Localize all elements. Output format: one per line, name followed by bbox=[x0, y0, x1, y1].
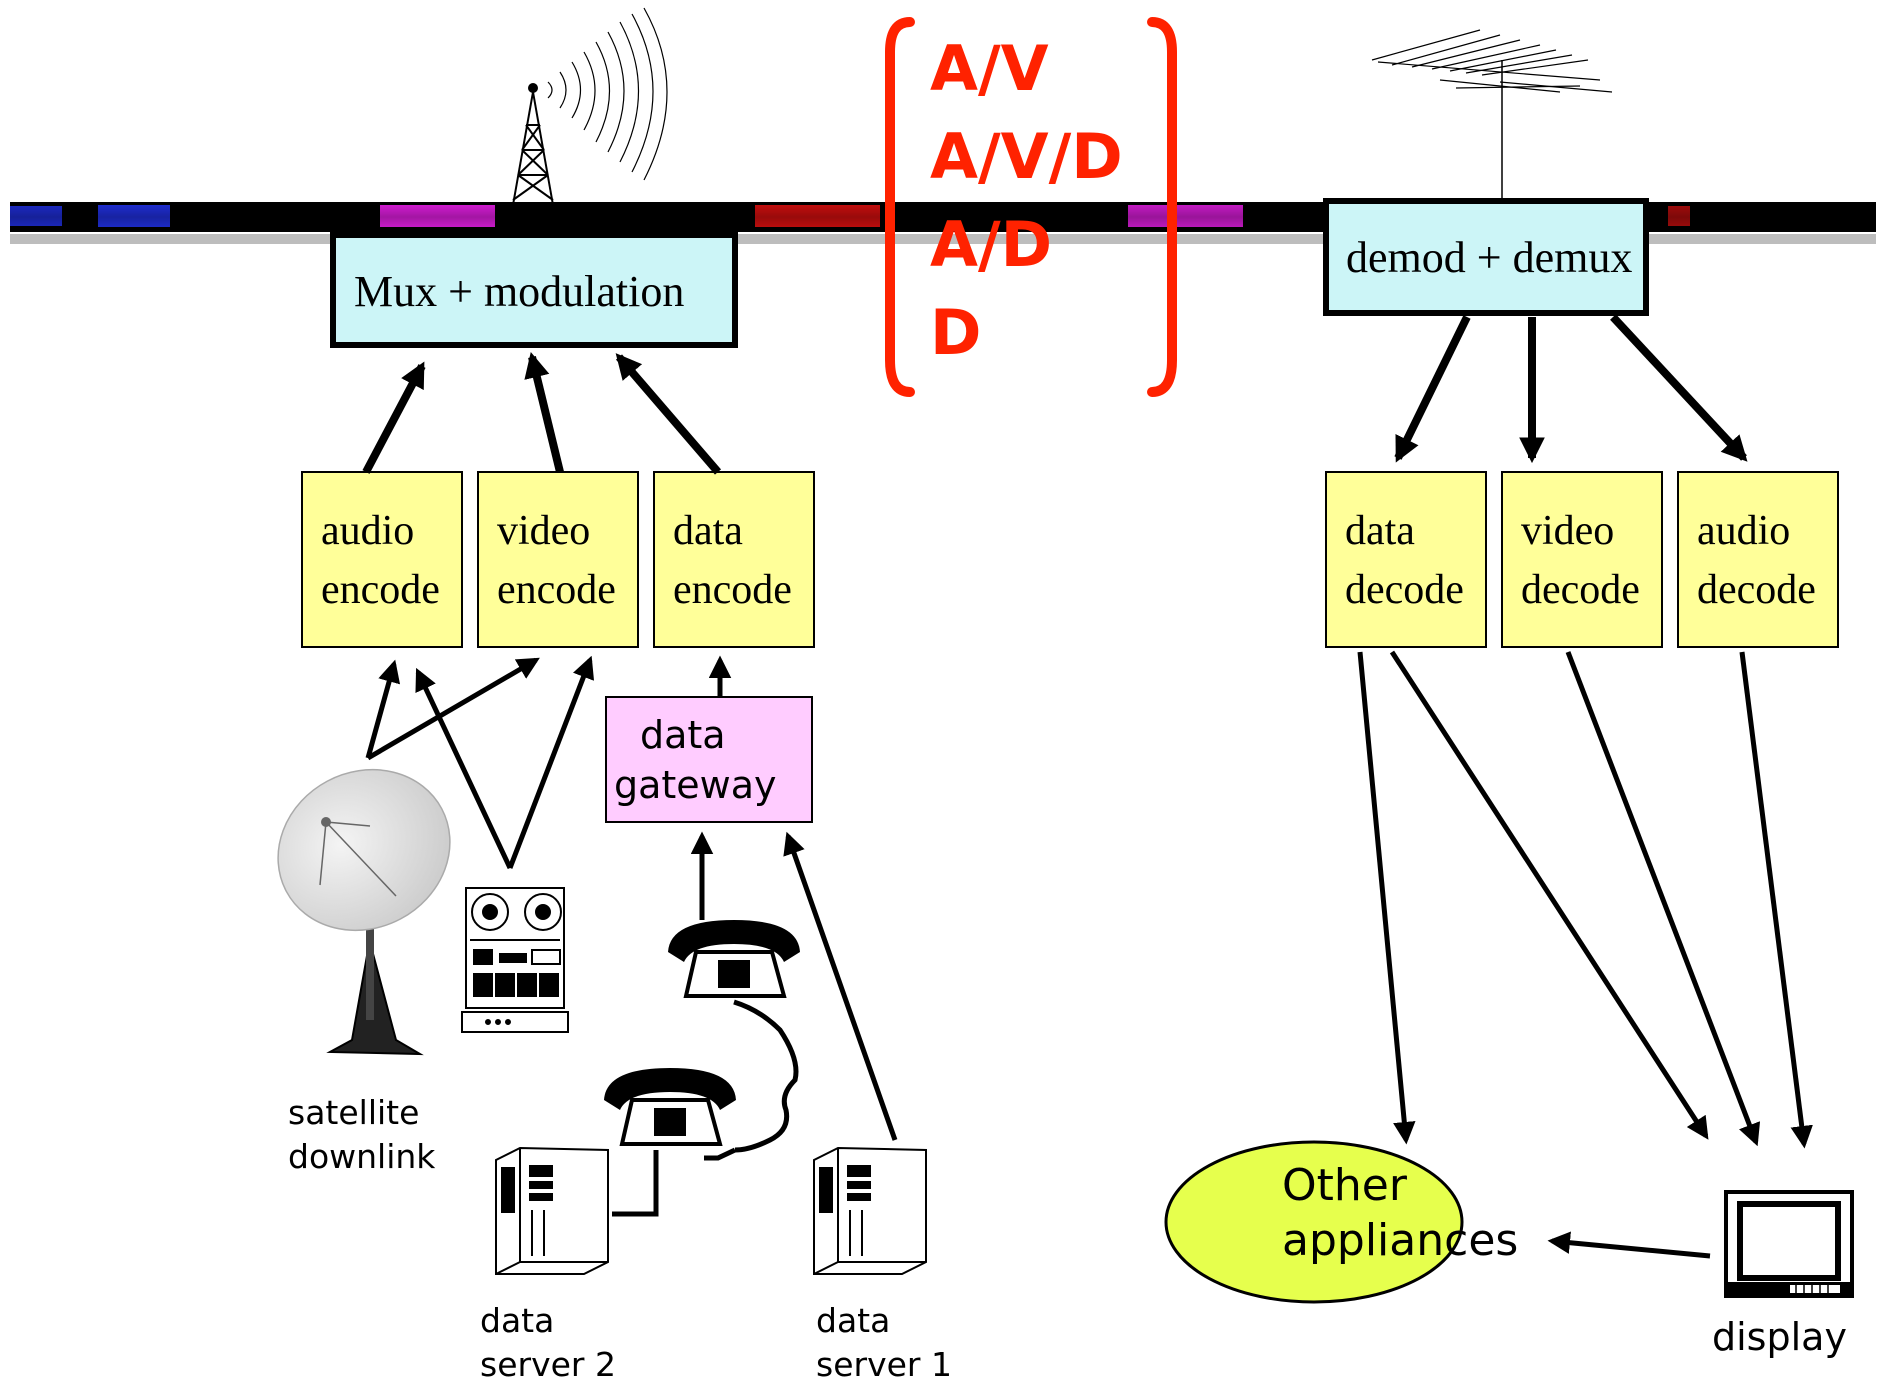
video-encode-block: video encode bbox=[477, 471, 639, 648]
encoder-to-mux-arrows bbox=[362, 352, 722, 475]
transmitter-tower-icon bbox=[512, 7, 668, 206]
server-icon bbox=[495, 1146, 609, 1275]
arrow-tape-to-video bbox=[507, 655, 595, 869]
audio-decode-block: audio decode bbox=[1677, 471, 1839, 648]
other-appliances-node: Other appliances bbox=[1164, 1140, 1518, 1304]
audio-encode-block: audio encode bbox=[301, 471, 463, 648]
arrow-demux-to-data-decode bbox=[1394, 315, 1471, 463]
arrow-demux-to-audio-decode bbox=[1610, 314, 1748, 462]
source-arrows bbox=[365, 655, 898, 1141]
server-icon bbox=[813, 1146, 927, 1275]
other-appliances-line2: appliances bbox=[1282, 1215, 1518, 1266]
monitor-icon bbox=[1724, 1190, 1854, 1298]
data-decode-line1: data bbox=[1345, 508, 1415, 554]
signal-type-d: D bbox=[930, 296, 981, 369]
server1-label-line1: data bbox=[816, 1301, 890, 1340]
arrow-data-to-mux bbox=[615, 353, 722, 475]
server2-label-line1: data bbox=[480, 1301, 554, 1340]
other-appliances-line1: Other bbox=[1282, 1160, 1408, 1211]
mux-modulation-block: Mux + modulation bbox=[330, 232, 738, 348]
data-encode-line1: data bbox=[673, 508, 743, 554]
mux-modulation-label: Mux + modulation bbox=[354, 267, 684, 316]
audio-encode-line1: audio bbox=[321, 508, 414, 554]
telephone-icon bbox=[668, 920, 800, 1153]
arrow-video-to-mux bbox=[524, 352, 564, 473]
video-decode-line2: decode bbox=[1521, 567, 1640, 613]
satellite-label-line1: satellite bbox=[288, 1093, 419, 1132]
signal-type-av: A/V bbox=[930, 32, 1049, 105]
arrow-audio-decode-to-display bbox=[1739, 651, 1813, 1149]
satellite-dish-icon bbox=[277, 768, 451, 1056]
data-gateway-line1: data bbox=[640, 713, 726, 757]
arrow-data-decode-to-display bbox=[1389, 650, 1709, 1140]
demod-demux-block: demod + demux bbox=[1323, 198, 1649, 316]
telephone-icon bbox=[604, 1068, 737, 1217]
arrow-data-decode-to-appliances bbox=[1357, 651, 1416, 1145]
data-gateway-line2: gateway bbox=[614, 763, 777, 807]
video-encode-line1: video bbox=[497, 508, 590, 554]
arrow-video-decode-to-display bbox=[1565, 651, 1761, 1147]
arrow-satellite-to-video bbox=[366, 657, 540, 761]
demux-to-decoder-arrows bbox=[1394, 314, 1748, 464]
tape-deck-icon bbox=[461, 887, 569, 1033]
arrow-audio-to-mux bbox=[362, 361, 426, 474]
audio-decode-line1: audio bbox=[1697, 508, 1790, 554]
arrow-server1-to-gateway bbox=[783, 831, 898, 1141]
arrow-tape-to-audio bbox=[415, 667, 513, 870]
video-decode-line1: video bbox=[1521, 508, 1614, 554]
tv-antenna-icon bbox=[1371, 29, 1613, 198]
video-decode-block: video decode bbox=[1501, 471, 1663, 648]
audio-decode-line2: decode bbox=[1697, 567, 1816, 613]
display-label: display bbox=[1712, 1315, 1847, 1359]
signal-types-bracket: A/V A/V/D A/D D bbox=[885, 17, 1177, 397]
signal-type-ad: A/D bbox=[930, 208, 1052, 281]
data-decode-line2: decode bbox=[1345, 567, 1464, 613]
data-encode-line2: encode bbox=[673, 567, 792, 613]
data-gateway-block: data gateway bbox=[605, 696, 813, 823]
data-encode-block: data encode bbox=[653, 471, 815, 648]
audio-encode-line2: encode bbox=[321, 567, 440, 613]
video-encode-line2: encode bbox=[497, 567, 616, 613]
signal-type-avd: A/V/D bbox=[930, 120, 1123, 193]
demod-demux-label: demod + demux bbox=[1346, 233, 1632, 282]
server1-label-line2: server 1 bbox=[816, 1345, 952, 1384]
decoder-output-arrows bbox=[1357, 650, 1813, 1259]
data-decode-block: data decode bbox=[1325, 471, 1487, 648]
arrow-satellite-to-audio bbox=[365, 659, 401, 759]
satellite-label-line2: downlink bbox=[288, 1137, 436, 1176]
arrow-display-to-appliances bbox=[1547, 1231, 1711, 1259]
server2-label-line2: server 2 bbox=[480, 1345, 616, 1384]
